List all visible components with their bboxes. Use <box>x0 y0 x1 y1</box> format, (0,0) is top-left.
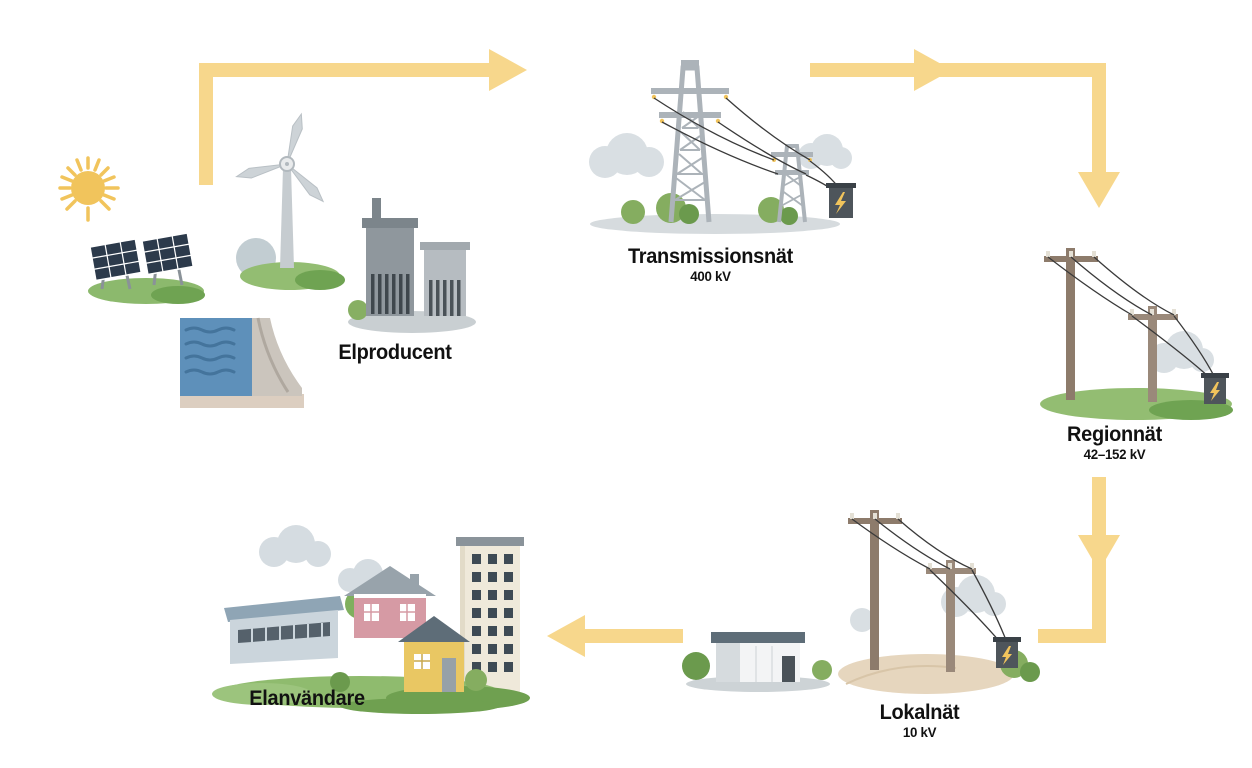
arrow-head-right <box>914 49 952 91</box>
sun-icon <box>48 146 128 230</box>
arrow-segment <box>585 629 683 643</box>
transmissionsnat-voltage: 400 kV <box>690 268 731 284</box>
regionnat-voltage: 42–152 kV <box>1083 446 1146 462</box>
transmission-towers-icon <box>575 50 865 245</box>
hydro-dam-icon <box>180 308 304 412</box>
local-power-poles-icon <box>836 502 1044 702</box>
elproducent-label: Elproducent <box>338 341 452 364</box>
elanvandare-label: Elanvändare <box>249 687 365 710</box>
arrow-head-down <box>1078 535 1120 571</box>
substation-building-icon <box>678 612 836 694</box>
arrow-segment <box>199 63 213 185</box>
transmissionsnat-label: Transmissionsnät <box>627 245 794 268</box>
wind-turbine-icon <box>230 106 345 294</box>
arrow-head-right <box>489 49 527 91</box>
arrow-segment <box>1038 629 1106 643</box>
lokalnat-voltage: 10 kV <box>902 724 937 740</box>
lokalnat-label: Lokalnät <box>879 701 960 724</box>
arrow-segment <box>810 63 1106 77</box>
arrow-head-left <box>547 615 585 657</box>
arrow-segment <box>1092 63 1106 175</box>
arrow-head-down <box>1078 172 1120 208</box>
regionnat-label: Regionnät <box>1067 423 1162 446</box>
power-plant-icon <box>342 194 482 336</box>
arrow-segment <box>199 63 489 77</box>
regional-power-poles-icon <box>1036 236 1236 424</box>
solar-panels-icon <box>86 215 206 305</box>
electricity-users-icon <box>210 522 538 714</box>
